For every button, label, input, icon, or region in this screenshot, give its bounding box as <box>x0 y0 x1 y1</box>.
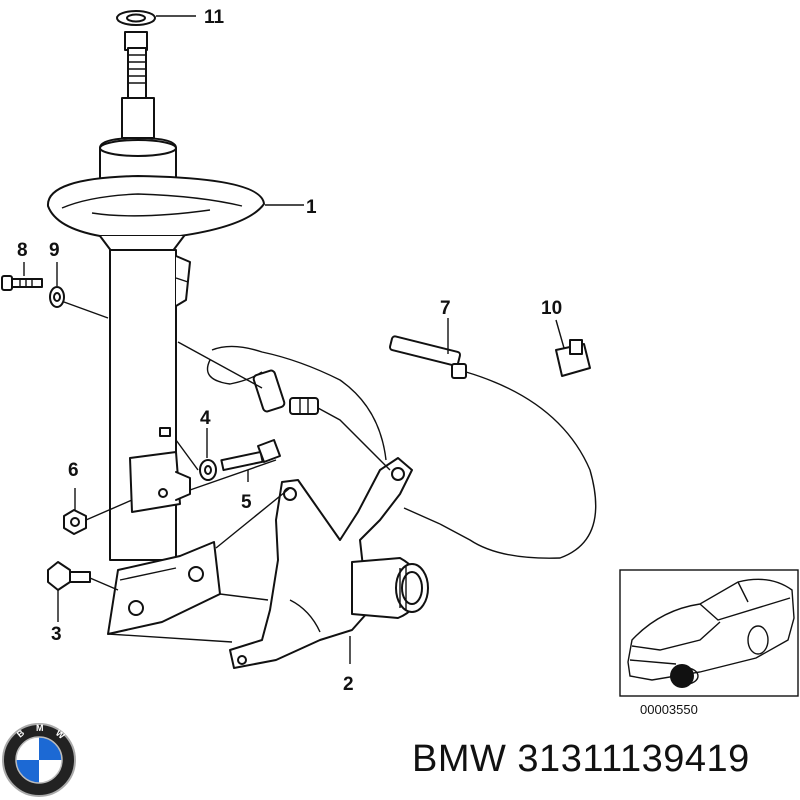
car-location-inset: 00003550 <box>619 569 799 717</box>
callout-11: 11 <box>204 7 225 28</box>
part-2-knuckle <box>229 457 429 669</box>
part-1-strut <box>46 137 265 561</box>
part-4-washer <box>199 459 217 481</box>
part-9-washer <box>49 286 65 308</box>
sensor-harness <box>206 345 387 461</box>
part-11-washer <box>116 10 156 26</box>
part-5-bolt <box>220 439 281 472</box>
callout-6: 6 <box>68 460 79 481</box>
leader-3-to-bracket <box>89 577 119 591</box>
strut-clamp <box>129 427 191 513</box>
callout-4: 4 <box>200 408 211 429</box>
part-8-bolt <box>1 275 43 291</box>
callout-7: 7 <box>440 298 451 319</box>
callout-5: 5 <box>241 492 252 513</box>
leader-6-to-clamp <box>85 499 133 521</box>
callout-2: 2 <box>343 674 354 695</box>
svg-text:M: M <box>36 723 44 733</box>
callout-9: 9 <box>49 240 60 261</box>
leader-10 <box>555 319 565 349</box>
callout-1: 1 <box>306 197 317 218</box>
assembly-guides <box>107 341 441 643</box>
bmw-logo: B M W <box>2 723 76 797</box>
callout-10: 10 <box>541 298 562 319</box>
part-3-bolt <box>47 561 91 591</box>
location-marker <box>670 664 694 688</box>
part-10-clip <box>555 339 591 377</box>
callout-3: 3 <box>51 624 62 645</box>
svg-text:B: B <box>15 727 27 739</box>
callouts: 11 1 8 9 7 10 4 6 5 3 2 <box>17 7 562 695</box>
part-number-label: BMW 31311139419 <box>412 738 750 780</box>
callout-8: 8 <box>17 240 28 261</box>
part-6-nut <box>63 509 87 535</box>
leader-9-to-strut <box>63 301 109 319</box>
inset-code: 00003550 <box>640 702 698 717</box>
part-7-abs-sensor <box>388 335 597 559</box>
strut-rod <box>121 31 155 139</box>
